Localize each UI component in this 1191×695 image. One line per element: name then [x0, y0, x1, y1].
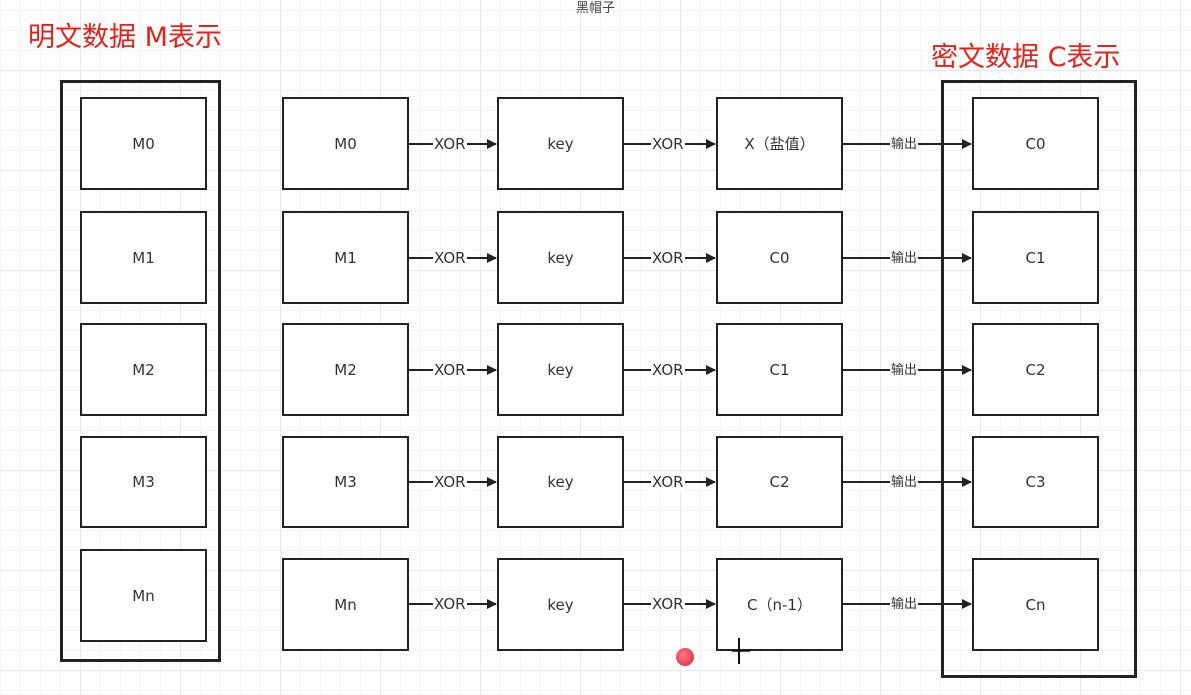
output-label: 输出 — [890, 250, 919, 268]
text-cursor-icon — [732, 638, 750, 664]
plaintext-heading: 明文数据 M表示 — [28, 22, 222, 53]
plain-block-mn: Mn — [80, 549, 207, 642]
row-m-block: M2 — [282, 323, 409, 416]
ciphertext-container — [941, 80, 1137, 678]
xor-label: XOR — [651, 135, 685, 153]
row-c-block: C1 — [972, 211, 1099, 304]
row-salt-block: C（n-1） — [716, 558, 843, 651]
xor-label: XOR — [651, 361, 685, 379]
output-label: 输出 — [890, 596, 919, 614]
output-label: 输出 — [890, 136, 919, 154]
xor-label: XOR — [651, 249, 685, 267]
row-salt-block: C0 — [716, 211, 843, 304]
row-c-block: Cn — [972, 558, 1099, 651]
row-m-block: M0 — [282, 97, 409, 190]
row-key-block: key — [497, 211, 624, 304]
row-c-block: C3 — [972, 436, 1099, 528]
plain-block-m2: M2 — [80, 323, 207, 416]
xor-label: XOR — [433, 595, 467, 613]
output-label: 输出 — [890, 474, 919, 492]
xor-label: XOR — [433, 249, 467, 267]
row-key-block: key — [497, 436, 624, 528]
xor-label: XOR — [651, 595, 685, 613]
ciphertext-heading: 密文数据 C表示 — [931, 42, 1121, 73]
row-m-block: M3 — [282, 436, 409, 528]
row-key-block: key — [497, 558, 624, 651]
top-title: 黑帽子 — [575, 1, 615, 16]
plain-block-m0: M0 — [80, 97, 207, 190]
row-salt-block: C2 — [716, 436, 843, 528]
plain-block-m3: M3 — [80, 436, 207, 528]
xor-label: XOR — [433, 135, 467, 153]
xor-label: XOR — [651, 473, 685, 491]
row-salt-block: X（盐值） — [716, 97, 843, 190]
output-label: 输出 — [890, 362, 919, 380]
xor-label: XOR — [433, 473, 467, 491]
row-c-block: C0 — [972, 97, 1099, 190]
row-c-block: C2 — [972, 323, 1099, 416]
plaintext-container — [60, 80, 221, 662]
pointer-dot-icon — [676, 648, 694, 666]
row-key-block: key — [497, 97, 624, 190]
row-salt-block: C1 — [716, 323, 843, 416]
xor-label: XOR — [433, 361, 467, 379]
row-key-block: key — [497, 323, 624, 416]
row-m-block: M1 — [282, 211, 409, 304]
plain-block-m1: M1 — [80, 211, 207, 304]
row-m-block: Mn — [282, 558, 409, 651]
